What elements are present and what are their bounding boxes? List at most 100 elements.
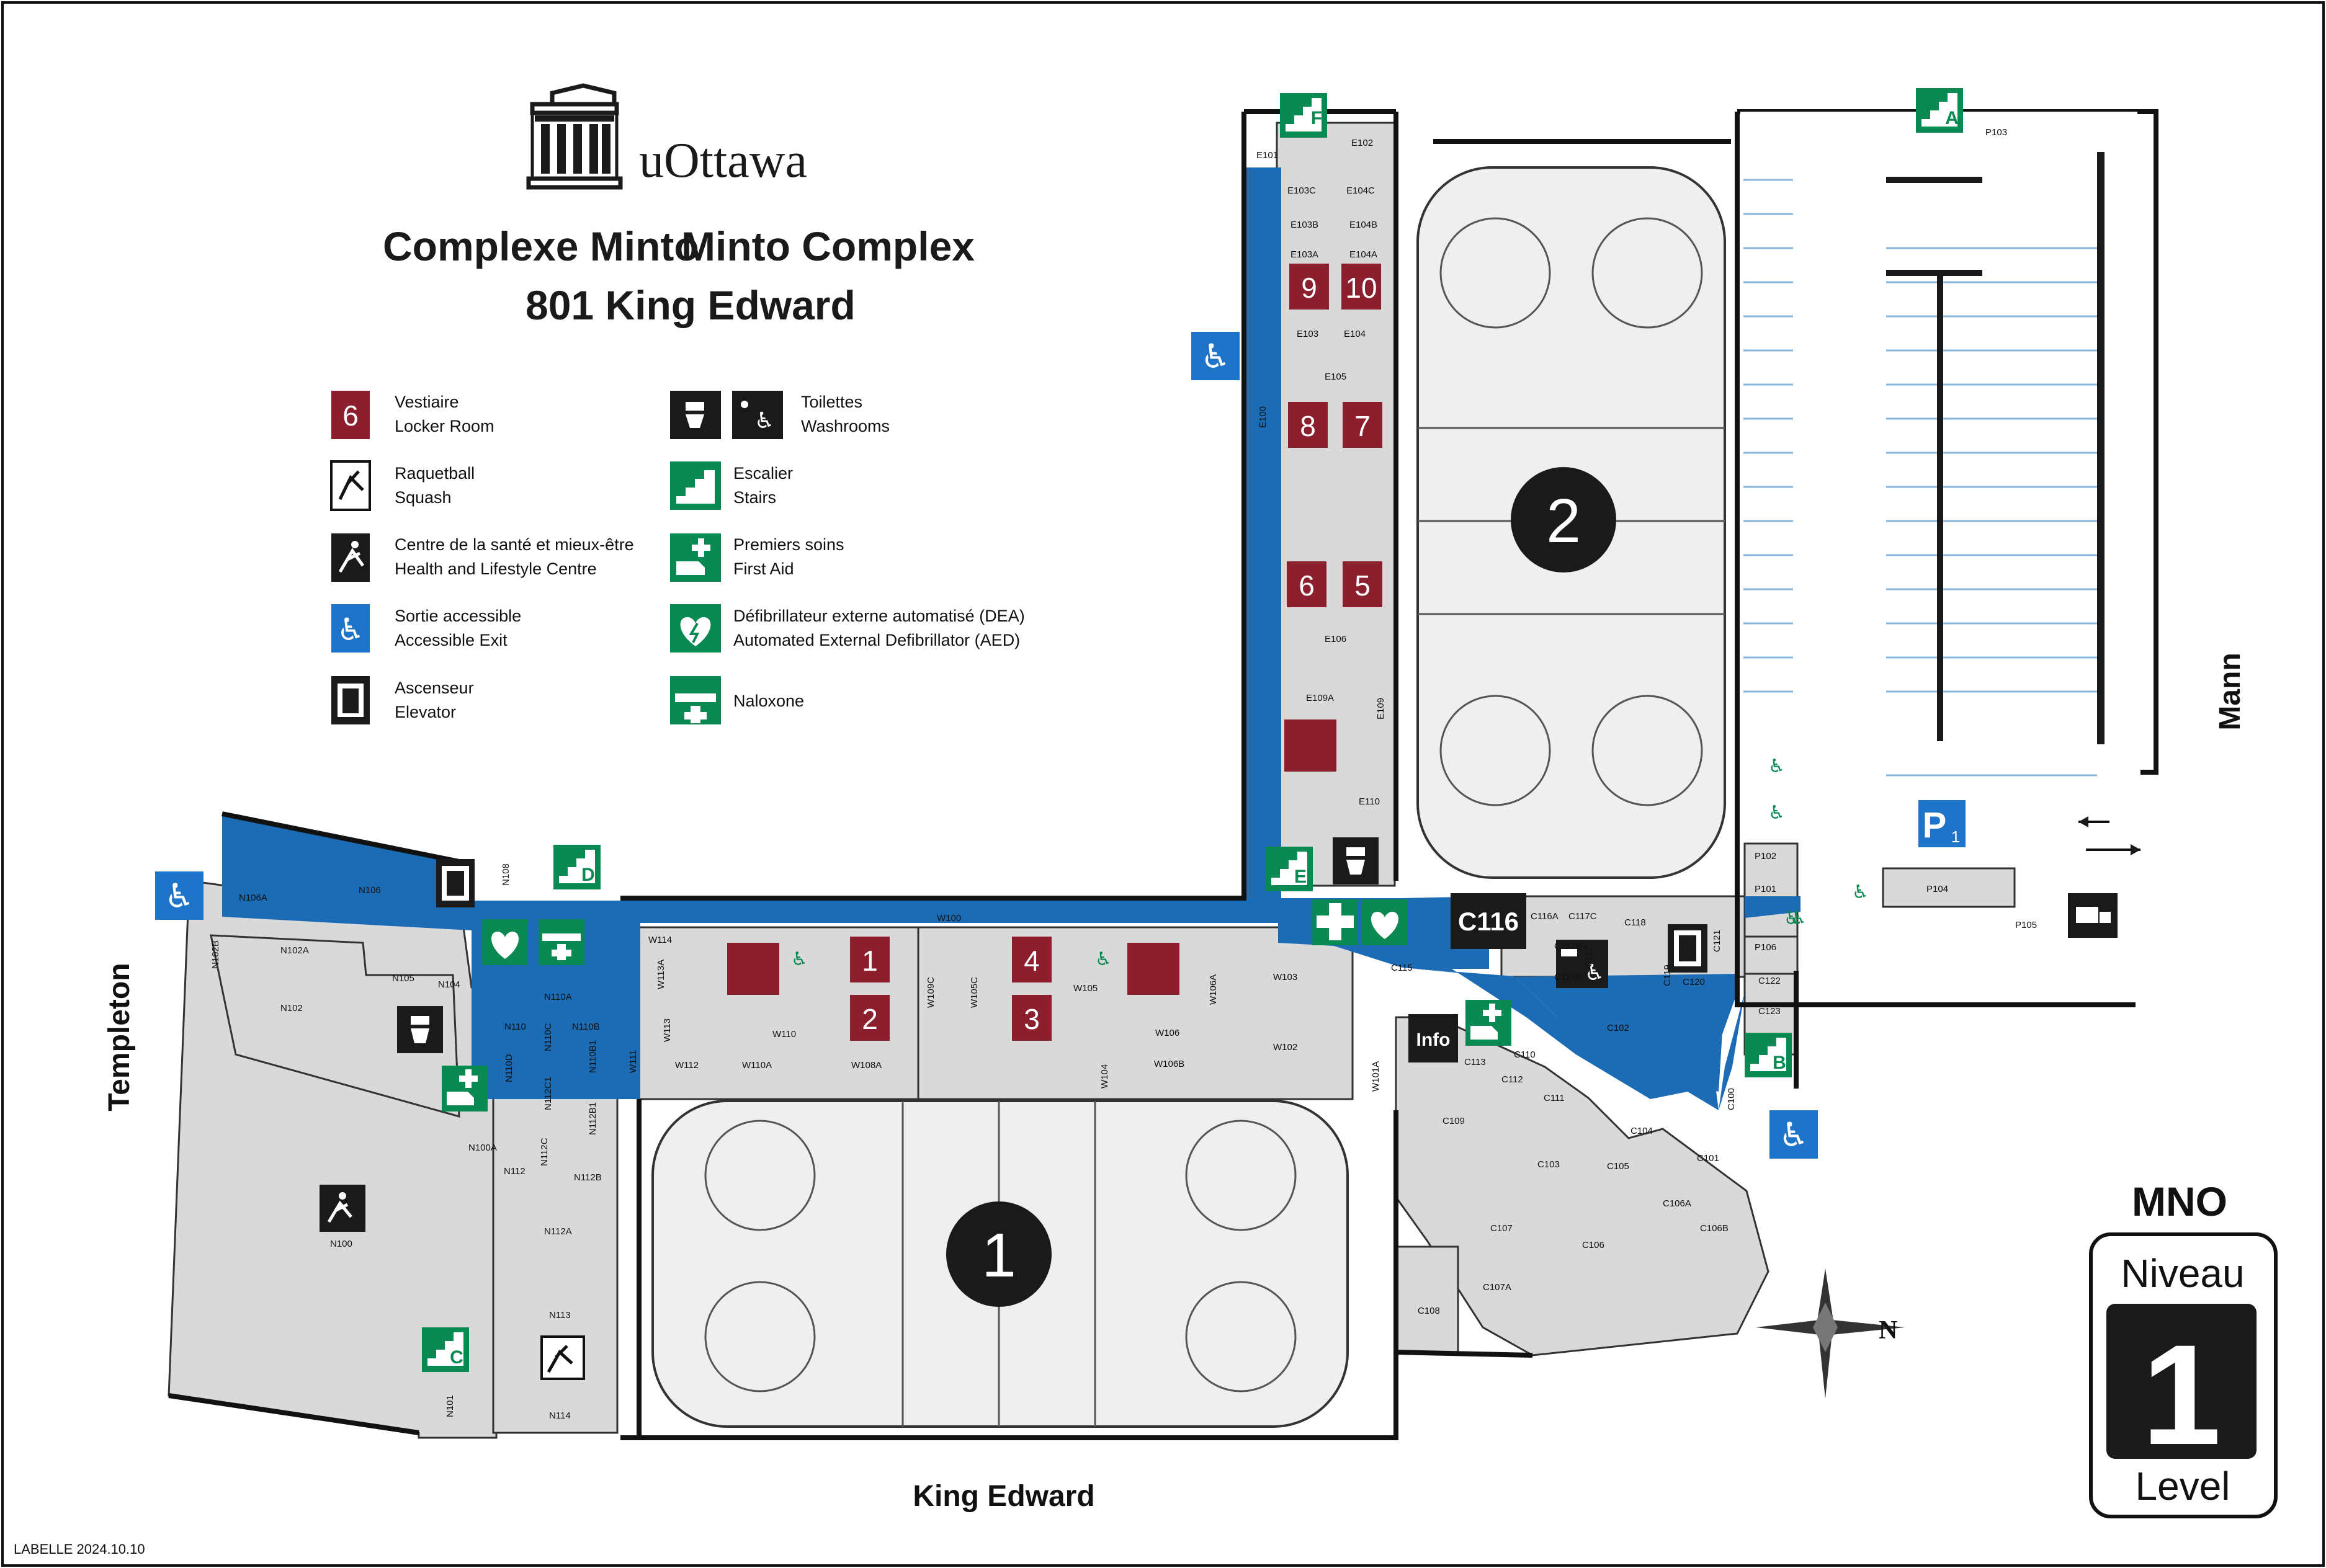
locker-room-4	[1012, 937, 1052, 982]
stairs-icon	[670, 461, 721, 510]
svg-text:♿: ♿	[1852, 881, 1869, 903]
svg-text:6: 6	[342, 399, 359, 432]
svg-text:♿: ♿	[791, 948, 808, 970]
svg-text:4: 4	[1024, 945, 1040, 977]
room-label: N112B1	[588, 1102, 598, 1135]
room-label: N104	[438, 979, 460, 990]
svg-text:♿: ♿	[754, 408, 774, 434]
room-label: N112B	[574, 1172, 602, 1183]
building-code: MNO	[2132, 1178, 2227, 1224]
map-credit: LABELLE 2024.10.10	[14, 1541, 145, 1557]
locker-room-10	[1341, 264, 1381, 310]
room-label: C116A	[1531, 911, 1559, 922]
locker-room-5	[1343, 561, 1382, 607]
room-label: W101A	[1371, 1061, 1381, 1092]
parking-sign	[1918, 800, 1966, 847]
rink-2-label: 2	[1546, 486, 1581, 556]
svg-text:P: P	[1923, 805, 1947, 845]
room-label: C115	[1391, 963, 1413, 973]
room-label: W100	[937, 913, 961, 924]
room-label: E103A	[1290, 249, 1318, 260]
rink-1-label: 1	[982, 1221, 1016, 1290]
svg-text:7: 7	[1354, 410, 1371, 442]
stairs-d-icon: D	[553, 845, 601, 889]
legend-label: Locker Room	[395, 417, 494, 435]
room-label: W111	[628, 1050, 638, 1073]
women-locker-icon	[727, 943, 779, 995]
svg-text:10: 10	[1345, 272, 1377, 304]
room-label: C106	[1582, 1240, 1604, 1250]
room-label: N110C	[543, 1023, 553, 1051]
rink-1: 1	[651, 1100, 1349, 1428]
locker-room-1	[850, 937, 890, 982]
room-label: C118	[1624, 917, 1646, 928]
room-label: C119	[1662, 964, 1673, 986]
room-label: P104	[1926, 884, 1948, 894]
svg-text:♿: ♿	[1768, 755, 1785, 777]
legend-label: Toilettes	[801, 393, 862, 411]
room-label: C103	[1537, 1159, 1560, 1170]
locker-room-7	[1343, 402, 1382, 448]
rink-2: 2	[1416, 166, 1726, 879]
svg-text:1: 1	[862, 945, 878, 977]
squash-icon	[540, 1335, 585, 1380]
room-label: W113	[662, 1018, 673, 1042]
legend-label: Vestiaire	[395, 393, 459, 411]
stairs-c-icon: C	[422, 1327, 469, 1372]
room-label: E101	[1256, 150, 1278, 161]
legend-label: Raquetball	[395, 464, 475, 483]
svg-text:6: 6	[1299, 569, 1315, 602]
wheelchair-parking-icon: ♿♿♿ ♿♿♿♿	[791, 755, 1869, 970]
room-label: N110B1	[588, 1040, 598, 1073]
svg-text:D: D	[581, 865, 595, 885]
level-label-en: Level	[2136, 1464, 2230, 1508]
room-label: W108A	[851, 1060, 882, 1071]
svg-text:♿: ♿	[1095, 948, 1112, 970]
legend-label: Squash	[395, 488, 452, 507]
room-label: N101	[445, 1395, 455, 1417]
room-label: E104C	[1346, 185, 1375, 196]
room-label: N112A	[544, 1226, 572, 1237]
elevator-icon	[436, 859, 475, 907]
room-label: N112C	[539, 1138, 550, 1166]
svg-text:♿: ♿	[1784, 907, 1800, 929]
level-label-fr: Niveau	[2121, 1251, 2244, 1296]
room-label: E103	[1297, 329, 1318, 339]
accessible-exit-icon: ♿	[331, 604, 370, 653]
room-label: E109	[1375, 698, 1386, 719]
level-badge: MNO Niveau 1 Level	[2089, 1178, 2278, 1518]
street-templeton: Templeton	[103, 963, 136, 1111]
svg-text:♿: ♿	[1779, 1115, 1809, 1154]
squash-icon	[330, 460, 371, 511]
compass-north-label: N	[1879, 1316, 1897, 1345]
room-label: N100	[330, 1239, 352, 1249]
legend-label: Premiers soins	[733, 535, 844, 554]
legend-label: Washrooms	[801, 417, 890, 435]
legend-label: First Aid	[733, 559, 794, 578]
naloxone-icon	[670, 676, 721, 724]
svg-text:♿: ♿	[1790, 907, 1807, 929]
washroom-icon: ♿	[1556, 940, 1608, 988]
svg-text:♿: ♿	[164, 876, 194, 915]
room-label: C117A	[1554, 972, 1582, 982]
room-label: N102	[280, 1003, 303, 1013]
room-label: N106A	[239, 893, 267, 903]
room-label: C101	[1697, 1153, 1719, 1164]
room-label: E103B	[1290, 220, 1318, 230]
street-king-edward: King Edward	[913, 1480, 1094, 1513]
locker-room-3	[1012, 995, 1052, 1041]
room-c116	[1451, 893, 1526, 949]
room-label: E106	[1325, 634, 1346, 644]
room-label: N106	[359, 885, 381, 896]
aed-icon	[482, 919, 528, 965]
room-label: W112	[675, 1060, 699, 1071]
health-centre-icon	[320, 1185, 365, 1232]
locker-room-9	[1289, 264, 1329, 310]
legend-label: Sortie accessible	[395, 607, 521, 625]
room-label: N112C1	[543, 1077, 553, 1110]
title-french: Complexe Minto	[383, 223, 699, 269]
room-label: C100	[1726, 1088, 1737, 1110]
room-label: E104A	[1349, 249, 1377, 260]
svg-text:C: C	[450, 1347, 463, 1368]
svg-text:8: 8	[1300, 410, 1316, 442]
